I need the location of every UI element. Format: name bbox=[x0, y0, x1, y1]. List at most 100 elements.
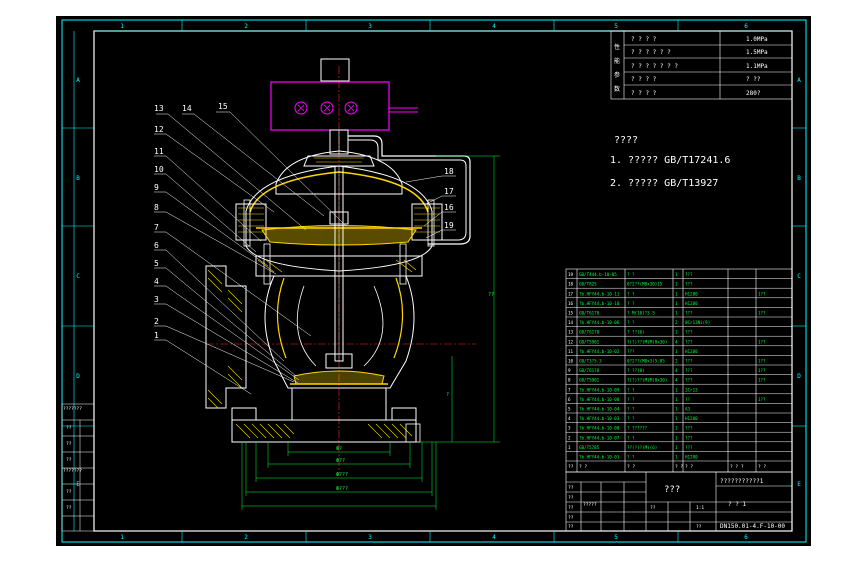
part-label-13: 13 bbox=[154, 104, 164, 113]
part-label-18: 18 bbox=[444, 167, 454, 176]
bom-cell: ??? bbox=[685, 282, 693, 287]
bom-cell: 4 bbox=[675, 339, 678, 344]
bom-cell: ??? bbox=[685, 311, 693, 316]
spec-row-name: ? ? ? ? bbox=[631, 36, 657, 43]
bom-cell: 2Cr13 bbox=[685, 387, 698, 392]
notes-item-2: 2. ????? GB/T13927 bbox=[610, 178, 718, 189]
zone-left-d: D bbox=[76, 373, 80, 380]
spec-row-value: 1.5MPa bbox=[746, 49, 768, 56]
dim-label: Ф??? bbox=[336, 486, 348, 492]
spec-row-value: 1.0MPa bbox=[746, 36, 768, 43]
bom-cell: 1?? bbox=[758, 368, 766, 373]
bom-cell: ?b.HFY44.b-10-10 bbox=[579, 301, 620, 306]
zone-top-2: 2 bbox=[244, 23, 248, 30]
bom-cell: 1 bbox=[675, 301, 678, 306]
valve-disc bbox=[293, 370, 385, 385]
bom-cell: ??(?)?(M)(6) bbox=[627, 445, 657, 450]
dim-label: ?? bbox=[488, 292, 494, 298]
bom-footer-label: ? ? bbox=[627, 464, 635, 470]
bom-cell: ?b.HFY44.b-10-06 bbox=[579, 320, 620, 325]
outer-frame bbox=[61, 19, 807, 543]
bom-cell: 12 bbox=[568, 339, 574, 344]
bom-cell: 19 bbox=[568, 272, 574, 277]
bom-cell: 1 bbox=[675, 282, 678, 287]
bom-cell: ?b.HFY44.b-10-04 bbox=[579, 407, 620, 412]
bom-cell: 17 bbox=[568, 291, 574, 296]
spec-row-name: ? ? ? ? bbox=[631, 90, 657, 97]
tb-small-label: ?? bbox=[568, 515, 574, 521]
valve-section-view bbox=[205, 58, 476, 476]
dim-label: Ф??? bbox=[336, 472, 348, 478]
spec-table bbox=[610, 30, 793, 100]
bom-footer-label: ?? bbox=[568, 464, 574, 470]
part-label-10: 10 bbox=[154, 165, 164, 174]
tb-small-label: ????? bbox=[583, 502, 597, 508]
part-label-2: 2 bbox=[154, 317, 159, 326]
bom-cell: 16 bbox=[568, 301, 574, 306]
bom-cell: GB/T5901 bbox=[579, 378, 600, 383]
bom-cell: 1?? bbox=[758, 359, 766, 364]
part-label-1: 1 bbox=[154, 331, 159, 340]
valve-assembly-drawing: 1 2 3 4 5 6 1 2 3 4 5 6 A B C D E A B C … bbox=[61, 19, 807, 543]
bom-cell: 5 bbox=[568, 407, 571, 412]
dimension-lines bbox=[241, 155, 500, 510]
tb-small-label: ?? bbox=[568, 524, 574, 530]
part-label-6: 6 bbox=[154, 241, 159, 250]
bom-cell: 1 bbox=[675, 291, 678, 296]
bom-cell: ??? bbox=[685, 330, 693, 335]
bom-cell: GB/T5785 bbox=[579, 445, 600, 450]
bom-cell: A3 bbox=[685, 407, 691, 412]
bom-cell: ? ?????? bbox=[627, 426, 648, 431]
bom-cell: 1 bbox=[675, 435, 678, 440]
bom-cell: ??? bbox=[685, 435, 693, 440]
bom-cell: 1 bbox=[568, 445, 571, 450]
leader-lines bbox=[154, 111, 456, 395]
bom-cell: ? ? bbox=[627, 387, 635, 392]
actuator-head bbox=[270, 81, 390, 131]
bom-cell: ? ? bbox=[627, 397, 635, 402]
zone-left-e: E bbox=[76, 481, 80, 488]
bom-cell: GB/T6170 bbox=[579, 311, 600, 316]
bom-cell: 1 bbox=[675, 426, 678, 431]
bom-cell: 1?? bbox=[758, 378, 766, 383]
bom-cell: ??? bbox=[685, 272, 693, 277]
bom-cell: 9 bbox=[568, 368, 571, 373]
bom-cell: 14 bbox=[568, 320, 574, 325]
bom-cell: GB/T3?5.3 bbox=[579, 359, 602, 364]
bom-cell: ? ? bbox=[627, 272, 635, 277]
technical-notes: ???? 1. ????? GB/T17241.6 2. ????? GB/T1… bbox=[610, 135, 730, 189]
bom-cell: ?b.HFY44.b-10-09 bbox=[579, 387, 620, 392]
bom-cell: 2 bbox=[675, 320, 678, 325]
tb-small-label: ?? bbox=[650, 505, 656, 511]
spec-row-value: 1.1MPa bbox=[746, 63, 768, 70]
drawing-sheet: 1 2 3 4 5 6 1 2 3 4 5 6 A B C D E A B C … bbox=[56, 16, 811, 546]
bom-cell: H1200 bbox=[685, 416, 698, 421]
bom-cell: ?b.HFY44.b-10-03 bbox=[579, 416, 620, 421]
bom-cell: ? M(10)?3.5 bbox=[627, 311, 655, 316]
part-label-15: 15 bbox=[218, 102, 228, 111]
part-label-4: 4 bbox=[154, 277, 159, 286]
bom-footer-label: ? ? bbox=[685, 464, 693, 470]
bonnet-cover bbox=[275, 150, 403, 195]
zone-ticks bbox=[62, 20, 806, 542]
bom-cell: GB/T6170 bbox=[579, 330, 600, 335]
bom-cell: 1 bbox=[675, 272, 678, 277]
zone-bottom-6: 6 bbox=[744, 534, 748, 541]
bom-footer-label: ? ? bbox=[758, 464, 766, 470]
zone-left-c: C bbox=[76, 273, 80, 280]
bom-cell: ?b.HFY44.b-10-11 bbox=[579, 291, 620, 296]
zone-right-d: D bbox=[797, 373, 801, 380]
bom-cell: ? ??(6) bbox=[627, 330, 645, 335]
bom-cell: 4 bbox=[568, 416, 571, 421]
bom-footer-label: ? ? ? bbox=[730, 464, 744, 470]
bolt bbox=[399, 243, 407, 285]
left-strip-text: ??????? bbox=[63, 468, 82, 474]
bom-cell: ? ? bbox=[627, 291, 635, 296]
bom-cell: ? ? bbox=[627, 455, 635, 460]
bom-cell: 13 bbox=[568, 330, 574, 335]
bom-footer-label: ? ? bbox=[675, 464, 683, 470]
notes-title: ???? bbox=[614, 135, 638, 146]
bom-cell: ?b.HFY44.b-10-08 bbox=[579, 426, 620, 431]
bom-cell: ??? bbox=[685, 378, 693, 383]
bom-cell: ??? bbox=[685, 368, 693, 373]
